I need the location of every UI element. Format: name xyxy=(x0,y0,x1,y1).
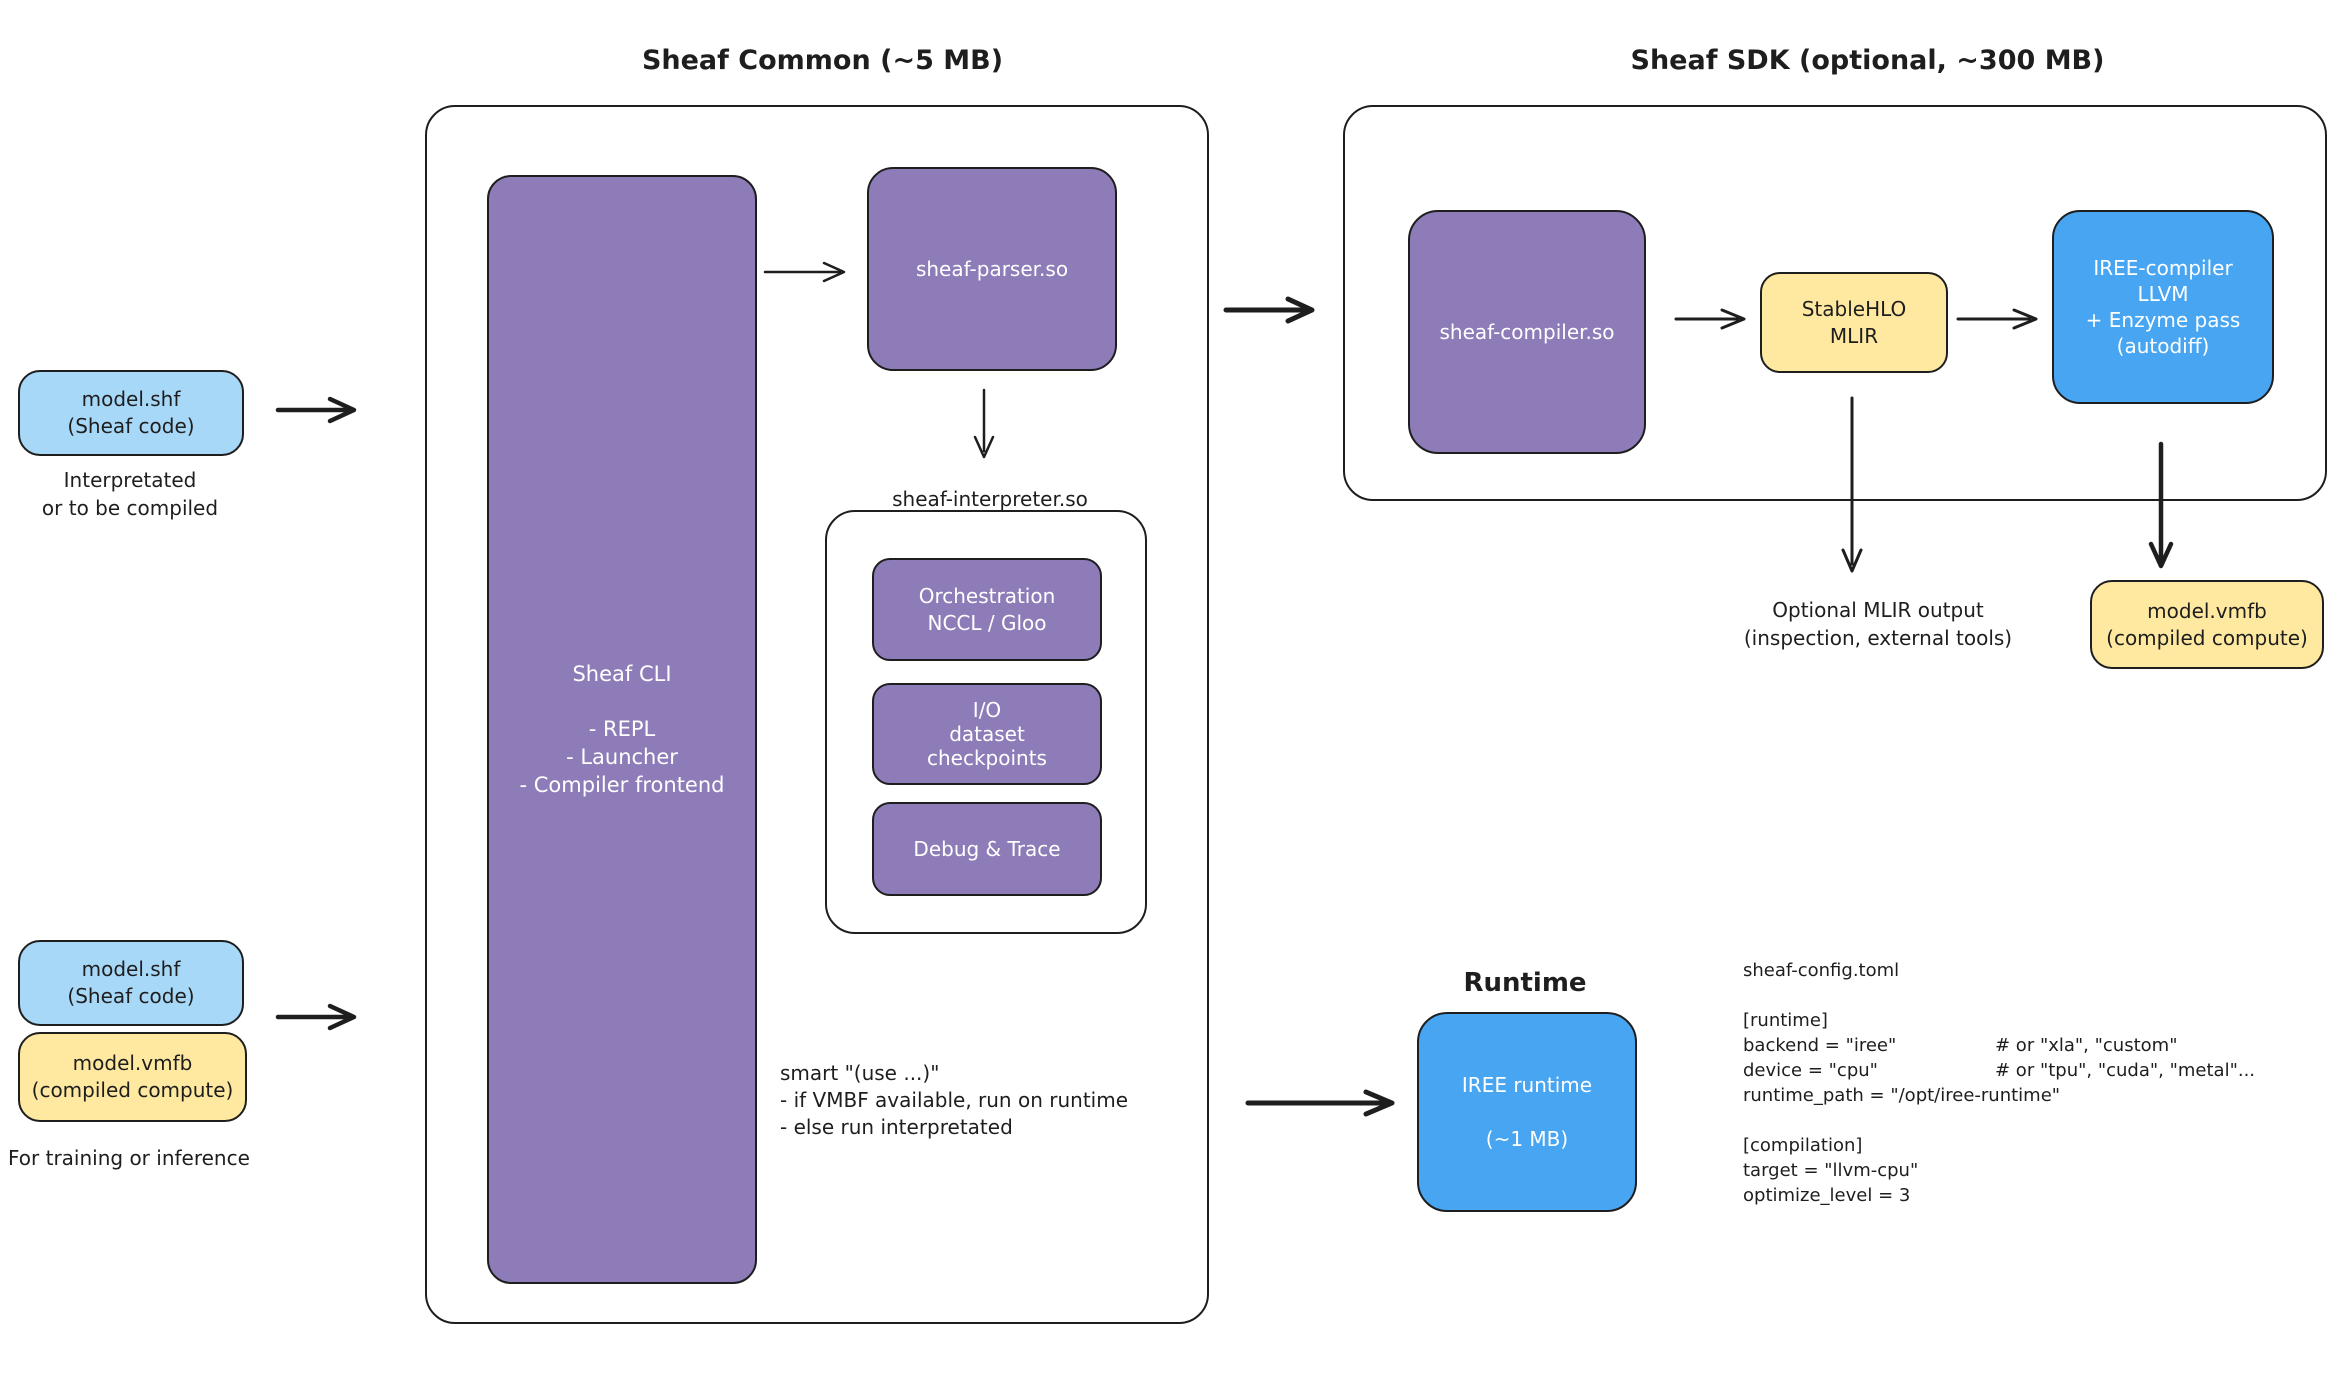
config-blank-row xyxy=(1743,1108,2255,1133)
sheaf-compiler-label: sheaf-compiler.so xyxy=(1439,319,1615,344)
iree-runtime-box: IREE runtime (~1 MB) xyxy=(1417,1012,1637,1212)
sheaf-config-block: sheaf-config.toml [runtime] backend = "i… xyxy=(1743,958,2255,1208)
config-text: optimize_level = 3 xyxy=(1743,1185,1911,1206)
debug-trace-box: Debug & Trace xyxy=(872,802,1102,896)
iree-runtime-line1: IREE runtime xyxy=(1461,1072,1593,1097)
orchestration-box: Orchestration NCCL / Gloo xyxy=(872,558,1102,661)
iree-compiler-line3: + Enzyme pass xyxy=(2085,308,2241,332)
runtime-title: Runtime xyxy=(1463,968,1587,998)
optional-mlir-line2: (inspection, external tools) xyxy=(1743,626,2013,650)
smart-use-note: smart "(use ...)" - if VMBF available, r… xyxy=(780,1060,1128,1141)
iree-compiler-box: IREE-compiler LLVM + Enzyme pass (autodi… xyxy=(2052,210,2274,404)
config-text: backend = "iree" xyxy=(1743,1035,1897,1056)
sheaf-parser-box: sheaf-parser.so xyxy=(867,167,1117,371)
config-text: runtime_path = "/opt/iree-runtime" xyxy=(1743,1085,2061,1106)
config-line-runtime-path: runtime_path = "/opt/iree-runtime" xyxy=(1743,1083,2255,1108)
model-shf-top-line2: (Sheaf code) xyxy=(67,414,195,438)
config-text: [compilation] xyxy=(1743,1135,1863,1156)
io-line1: I/O xyxy=(972,698,1002,722)
orchestration-line1: Orchestration xyxy=(918,583,1056,608)
arrow-common-to-runtime xyxy=(1245,1089,1395,1117)
stablehlo-box: StableHLO MLIR xyxy=(1760,272,1948,373)
interpreted-note: Interpretated or to be compiled xyxy=(0,466,260,522)
config-filename: sheaf-config.toml xyxy=(1743,960,1900,981)
sheaf-compiler-box: sheaf-compiler.so xyxy=(1408,210,1646,454)
io-line3: checkpoints xyxy=(927,746,1047,770)
sheaf-cli-title: Sheaf CLI xyxy=(572,662,672,686)
config-line-optimize-level: optimize_level = 3 xyxy=(1743,1183,2255,1208)
iree-compiler-line4: (autodiff) xyxy=(2116,334,2210,358)
model-vmfb-left-box: model.vmfb (compiled compute) xyxy=(18,1032,247,1122)
io-line2: dataset xyxy=(949,722,1025,746)
config-line-target: target = "llvm-cpu" xyxy=(1743,1158,2255,1183)
optional-mlir-note: Optional MLIR output (inspection, extern… xyxy=(1718,596,2038,652)
sheaf-common-title: Sheaf Common (~5 MB) xyxy=(641,45,1004,76)
config-text: target = "llvm-cpu" xyxy=(1743,1160,1919,1181)
iree-compiler-line1: IREE-compiler xyxy=(2093,256,2233,280)
model-vmfb-left-line2: (compiled compute) xyxy=(31,1078,234,1102)
smart-use-line1: smart "(use ...)" xyxy=(780,1061,940,1085)
sheaf-cli-item-compiler-frontend: - Compiler frontend xyxy=(519,773,725,797)
config-text: [runtime] xyxy=(1743,1010,1828,1031)
sheaf-interpreter-label: sheaf-interpreter.so xyxy=(892,487,1088,511)
iree-compiler-line2: LLVM xyxy=(2137,282,2189,306)
model-shf-top-line1: model.shf xyxy=(81,387,181,411)
sheaf-cli-box: Sheaf CLI - REPL - Launcher - Compiler f… xyxy=(487,175,757,1284)
interpreted-note-line1: Interpretated xyxy=(63,468,197,492)
config-line-backend: backend = "iree" # or "xla", "custom" xyxy=(1743,1033,2255,1058)
model-shf-bottom-line1: model.shf xyxy=(81,957,181,981)
optional-mlir-line1: Optional MLIR output xyxy=(1772,598,1984,622)
sheaf-parser-label: sheaf-parser.so xyxy=(915,256,1069,281)
io-box: I/O dataset checkpoints xyxy=(872,683,1102,785)
model-vmfb-left-line1: model.vmfb xyxy=(72,1051,193,1075)
smart-use-line2: - if VMBF available, run on runtime xyxy=(780,1088,1128,1112)
model-vmfb-sdk-line2: (compiled compute) xyxy=(2106,625,2308,650)
stablehlo-line2: MLIR xyxy=(1829,323,1879,348)
iree-runtime-line2: (~1 MB) xyxy=(1485,1126,1569,1151)
config-comment: # or "tpu", "cuda", "metal"... xyxy=(1995,1060,2256,1081)
orchestration-line2: NCCL / Gloo xyxy=(927,610,1047,635)
config-blank-row xyxy=(1743,983,2255,1008)
config-line-runtime-header: [runtime] xyxy=(1743,1008,2255,1033)
interpreted-note-line2: or to be compiled xyxy=(41,496,219,520)
config-line-device: device = "cpu" # or "tpu", "cuda", "meta… xyxy=(1743,1058,2255,1083)
sheaf-sdk-title: Sheaf SDK (optional, ~300 MB) xyxy=(1630,45,2105,76)
arrow-common-to-sdk xyxy=(1223,296,1315,324)
model-vmfb-sdk-box: model.vmfb (compiled compute) xyxy=(2090,580,2324,669)
model-shf-bottom-line2: (Sheaf code) xyxy=(67,984,195,1008)
stablehlo-line1: StableHLO xyxy=(1801,296,1907,321)
config-line-compilation-header: [compilation] xyxy=(1743,1133,2255,1158)
config-text: device = "cpu" xyxy=(1743,1060,1878,1081)
model-vmfb-sdk-line1: model.vmfb xyxy=(2147,598,2267,623)
sheaf-cli-item-repl: - REPL xyxy=(588,717,656,741)
smart-use-line3: - else run interpretated xyxy=(780,1115,1013,1139)
model-shf-bottom-box: model.shf (Sheaf code) xyxy=(18,940,244,1026)
config-comment: # or "xla", "custom" xyxy=(1995,1035,2178,1056)
arrow-model-shf-to-common xyxy=(275,396,357,424)
training-note: For training or inference xyxy=(8,1146,250,1170)
sheaf-cli-item-launcher: - Launcher xyxy=(566,745,678,769)
arrow-model-files-to-common xyxy=(275,1003,357,1031)
debug-trace-label: Debug & Trace xyxy=(913,836,1061,861)
model-shf-top-box: model.shf (Sheaf code) xyxy=(18,370,244,456)
